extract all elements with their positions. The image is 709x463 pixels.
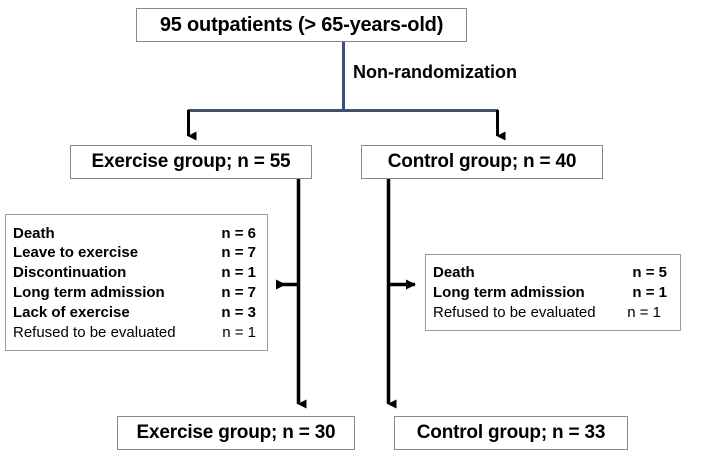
node-control-group-analyzed: Control group; n = 33 xyxy=(394,416,628,450)
exclusion-count: n = 5 xyxy=(632,264,667,282)
exclusion-count: n = 1 xyxy=(632,284,667,302)
node-exercise-group-analyzed: Exercise group; n = 30 xyxy=(117,416,355,450)
node-total-outpatients: 95 outpatients (> 65-years-old) xyxy=(136,8,467,42)
exclusion-reason: Lack of exercise xyxy=(13,303,130,321)
exclusion-row: Long term admission n = 7 xyxy=(13,283,260,303)
node-exercise-group-enrolled: Exercise group; n = 55 xyxy=(70,145,312,179)
node-control-group-enrolled: Control group; n = 40 xyxy=(361,145,603,179)
exclusion-count: n = 7 xyxy=(221,244,256,262)
exclusion-reason: Long term admission xyxy=(13,284,165,301)
exclusion-count: n = 1 xyxy=(222,323,256,341)
exclusion-row: Death n = 5 xyxy=(433,263,673,283)
node-control-group-enrolled-label: Control group; n = 40 xyxy=(387,151,577,172)
exclusion-row: Discontinuation n = 1 xyxy=(13,263,260,283)
exclusion-count: n = 3 xyxy=(221,303,256,321)
exclusion-count: n = 7 xyxy=(221,284,256,301)
node-exercise-group-analyzed-label: Exercise group; n = 30 xyxy=(136,422,336,443)
node-total-outpatients-label: 95 outpatients (> 65-years-old) xyxy=(159,13,444,36)
exclusion-reason: Long term admission xyxy=(433,284,585,302)
exclusion-row: Leave to exercise n = 7 xyxy=(13,243,260,263)
exclusion-row: Death n = 6 xyxy=(13,224,260,244)
exclusion-row: Refused to be evaluated n = 1 xyxy=(13,323,260,343)
exclusion-row: Long term admission n = 1 xyxy=(433,283,673,303)
exclusion-reason: Death xyxy=(433,264,475,282)
exclusion-row: Refused to be evaluated n = 1 xyxy=(433,303,673,323)
exclusion-reason: Discontinuation xyxy=(13,264,127,282)
exclusion-count: n = 6 xyxy=(221,224,256,242)
exclusion-reason: Death xyxy=(13,224,55,242)
branch-label-non-randomization: Non-randomization xyxy=(353,62,517,82)
exclusion-reason: Refused to be evaluated xyxy=(13,323,176,341)
exclusion-row: Lack of exercise n = 3 xyxy=(13,303,260,323)
node-control-group-analyzed-label: Control group; n = 33 xyxy=(416,422,606,443)
exclusion-count: n = 1 xyxy=(627,303,661,321)
exclusion-reason: Refused to be evaluated xyxy=(433,303,596,321)
exclusion-reason: Leave to exercise xyxy=(13,244,139,262)
exclusion-count: n = 1 xyxy=(221,264,256,282)
node-exercise-group-enrolled-label: Exercise group; n = 55 xyxy=(91,151,291,172)
